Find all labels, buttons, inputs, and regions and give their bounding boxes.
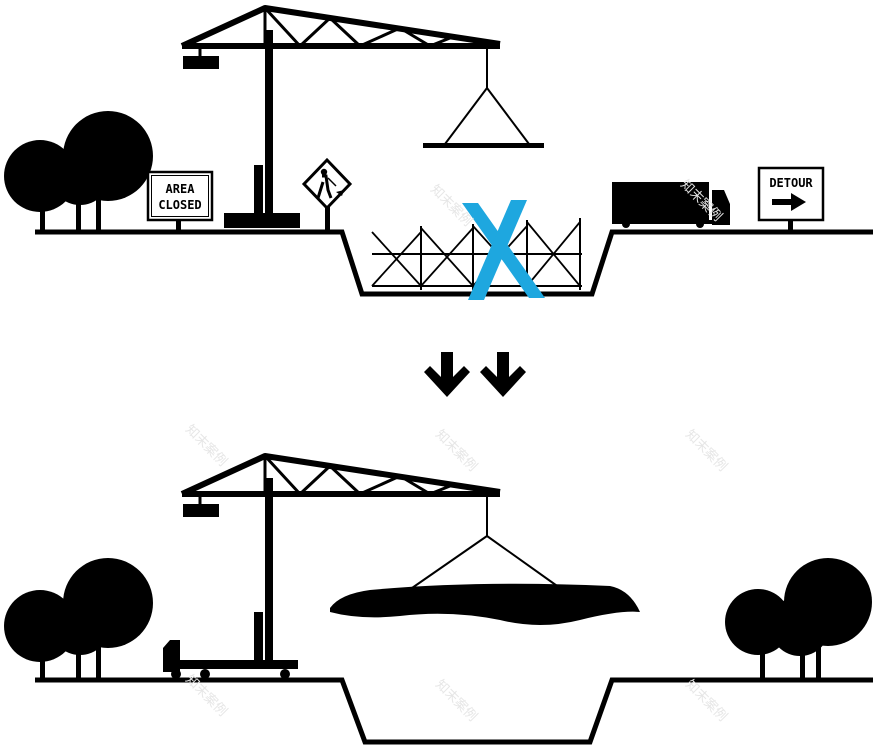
top-truck (612, 182, 730, 228)
watermark: 知末案例 (182, 422, 230, 470)
detour-label: DETOUR (769, 176, 813, 190)
detour-sign: DETOUR (757, 166, 825, 232)
top-scene: AREA CLOSED (4, 5, 873, 300)
top-crane (180, 5, 544, 228)
watermarks: 知末案例 知末案例 知末案例 知末案例 知末案例 知末案例 知末案例 知末案例 (182, 177, 730, 725)
top-ground-line (35, 229, 873, 297)
watermark: 知末案例 (432, 677, 480, 725)
bottom-crane (180, 453, 561, 663)
bottom-scene (4, 453, 873, 745)
bottom-truck (163, 640, 298, 679)
watermark: 知末案例 (432, 427, 480, 475)
bottom-trees-left (4, 558, 153, 680)
top-trees (4, 111, 153, 232)
lifted-roof-slab (330, 583, 640, 625)
area-closed-sign: AREA CLOSED (146, 170, 214, 232)
bottom-trees-right (725, 558, 872, 680)
watermark: 知末案例 (682, 677, 730, 725)
right-arrow-icon (772, 193, 806, 211)
cancel-x-mark (462, 200, 545, 300)
area-closed-line2: CLOSED (158, 198, 201, 212)
area-closed-line1: AREA (166, 182, 196, 196)
road-work-sign-icon (301, 157, 353, 232)
double-down-arrow-icon (424, 352, 526, 397)
watermark: 知末案例 (682, 427, 730, 475)
bottom-ground-line (35, 677, 873, 745)
